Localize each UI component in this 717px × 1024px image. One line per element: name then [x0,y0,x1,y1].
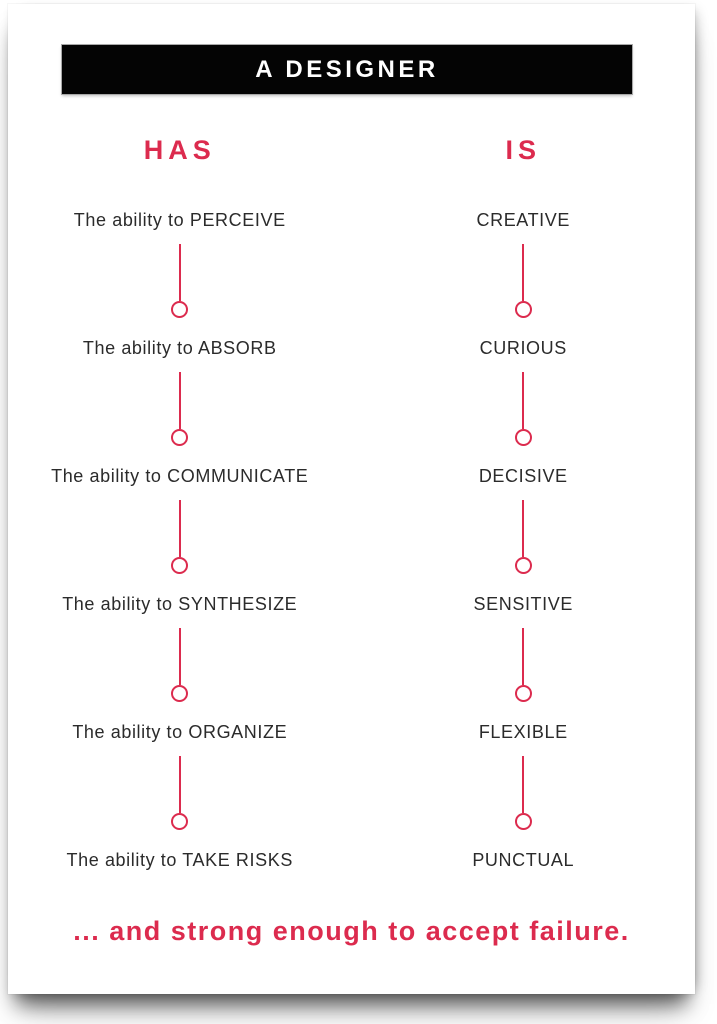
list-item-synthesize: The ability to SYNTHESIZE [62,594,298,614]
list-item-creative: CREATIVE [476,210,570,230]
poster: A DESIGNER HAS The ability to PERCEIVE T… [8,4,695,994]
connector-circle-icon [514,813,532,830]
connector-circle-icon [514,301,532,318]
connector [171,372,189,446]
connector-circle-icon [171,813,189,830]
connector-line [178,500,181,557]
connector-circle-icon [171,557,189,574]
column-heading-has: HAS [143,135,216,165]
connector-circle-icon [514,557,532,574]
connector-line [178,756,181,813]
list-item-communicate: The ability to COMMUNICATE [51,466,309,486]
list-item-sensitive: SENSITIVE [473,594,573,614]
connector-circle-icon [514,685,532,702]
list-item-perceive: The ability to PERCEIVE [73,210,286,230]
connector [171,628,189,702]
list-item-absorb: The ability to ABSORB [82,338,277,358]
connector-line [522,372,525,429]
list-item-punctual: PUNCTUAL [472,850,575,870]
list-item-curious: CURIOUS [479,338,567,358]
connector-line [522,244,525,301]
connector-line [178,372,181,429]
connector-line [178,628,181,685]
connector [171,756,189,830]
connector [171,244,189,318]
connector [171,500,189,574]
connector-line [522,500,525,557]
connector-circle-icon [171,429,189,446]
connector-circle-icon [171,685,189,702]
connector-line [522,628,525,685]
connector-line [178,244,181,301]
connector [514,756,532,830]
list-item-decisive: DECISIVE [478,466,568,486]
connector-circle-icon [514,429,532,446]
column-heading-is: IS [505,135,541,165]
list-item-take-risks: The ability to TAKE RISKS [66,850,293,870]
connector [514,244,532,318]
list-item-flexible: FLEXIBLE [478,722,568,742]
connector-circle-icon [171,301,189,318]
column-has: HAS The ability to PERCEIVE The ability … [8,130,352,874]
connector [514,500,532,574]
connector [514,372,532,446]
title-bar: A DESIGNER [62,45,632,94]
footer-note: ... and strong enough to accept failure. [73,916,630,946]
columns: HAS The ability to PERCEIVE The ability … [8,130,695,874]
list-item-organize: The ability to ORGANIZE [72,722,288,742]
poster-title: A DESIGNER [255,55,439,83]
connector-line [522,756,525,813]
connector [514,628,532,702]
column-is: IS CREATIVE CURIOUS DECISIVE SENSITIVE [352,130,696,874]
